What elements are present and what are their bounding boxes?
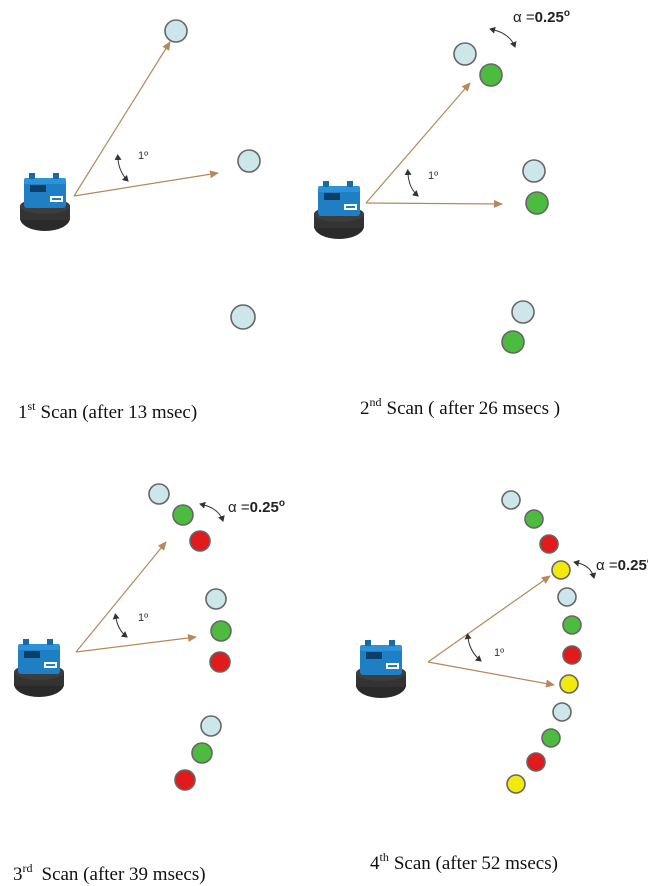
- scan3-point: [189, 530, 211, 552]
- lidar-scanner-icon: [314, 181, 364, 239]
- scan1-point: [501, 490, 521, 510]
- curved-double-arrow-icon: [489, 26, 517, 48]
- scan1-point: [557, 587, 577, 607]
- beam-upper: [365, 82, 471, 204]
- scan3-point: [539, 534, 559, 554]
- beam-upper: [427, 575, 551, 663]
- alpha-label: α =0.25o: [596, 556, 648, 574]
- beam-lower: [75, 634, 197, 653]
- scan2-point: [191, 742, 213, 764]
- scan1-point: [522, 159, 546, 183]
- scan1-point: [148, 483, 170, 505]
- curved-double-arrow-icon: [114, 154, 129, 182]
- scan1-point: [552, 702, 572, 722]
- beam-lower: [365, 199, 503, 208]
- scan1-point: [200, 715, 222, 737]
- scan3-point: [209, 651, 231, 673]
- alpha-label: α =0.25o: [513, 8, 570, 26]
- lidar-scanner-icon: [356, 640, 406, 698]
- angle-label: 1º: [138, 150, 148, 162]
- scan1-point: [205, 588, 227, 610]
- beam-upper: [75, 541, 167, 653]
- scan1-point: [237, 149, 261, 173]
- lidar-scanner-icon: [20, 173, 70, 231]
- curved-double-arrow-icon: [573, 559, 597, 579]
- scan2-point: [501, 330, 525, 354]
- scan2-point: [524, 509, 544, 529]
- scan2-point: [562, 615, 582, 635]
- scan4-point: [506, 774, 526, 794]
- scan3-point: [562, 645, 582, 665]
- scan1-point: [511, 300, 535, 324]
- scan4-point: [551, 560, 571, 580]
- scan2-point: [541, 728, 561, 748]
- beam-upper: [73, 41, 171, 197]
- scan2-point: [172, 504, 194, 526]
- scan2-point: [479, 63, 503, 87]
- scan1-point: [164, 19, 188, 43]
- curved-double-arrow-icon: [404, 169, 419, 197]
- scan1-point: [230, 304, 256, 330]
- angle-label: 1º: [494, 647, 504, 659]
- curved-double-arrow-icon: [464, 633, 482, 662]
- scan3-point: [174, 769, 196, 791]
- beam-lower: [427, 661, 555, 688]
- angle-label: 1º: [428, 170, 438, 182]
- scan2-point: [210, 620, 232, 642]
- scan1-point: [453, 42, 477, 66]
- scan3-point: [526, 752, 546, 772]
- scan2-point: [525, 191, 549, 215]
- curved-double-arrow-icon: [112, 613, 128, 638]
- lidar-scanner-icon: [14, 639, 64, 697]
- alpha-label: α =0.25o: [228, 498, 285, 516]
- scan4-point: [559, 674, 579, 694]
- curved-double-arrow-icon: [199, 501, 225, 522]
- angle-label: 1º: [138, 612, 148, 624]
- beam-lower: [73, 170, 219, 197]
